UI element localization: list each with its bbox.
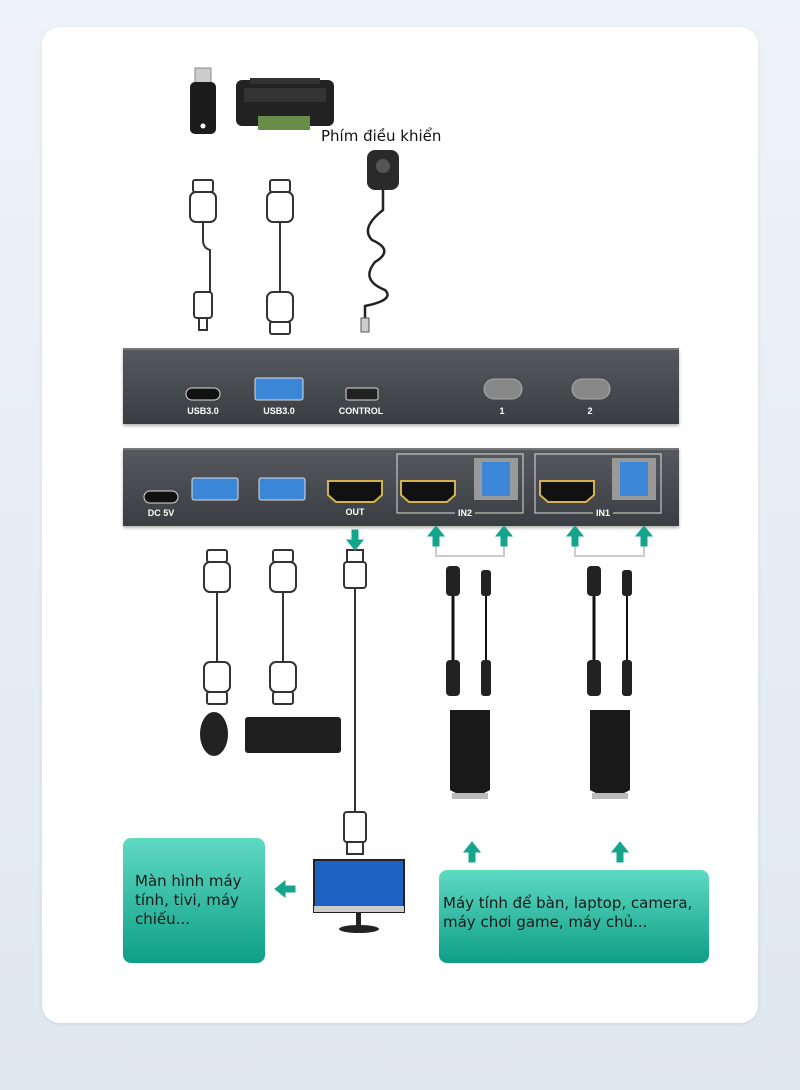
- monitor-icon: [313, 859, 405, 933]
- mouse-icon: [200, 712, 228, 756]
- source-devices-text: Máy tính để bàn, laptop, camera, máy chơ…: [443, 894, 693, 931]
- usb-flash-drive-icon: [190, 67, 216, 134]
- display-devices-box: Màn hình máy tính, tivi, máy chiếu...: [123, 838, 265, 963]
- keyboard-icon: [245, 717, 341, 753]
- display-devices-text: Màn hình máy tính, tivi, máy chiếu...: [135, 872, 242, 928]
- port-label-control: CONTROL: [338, 406, 384, 416]
- peripheral-cables: [203, 549, 367, 855]
- printer-icon: [236, 78, 334, 130]
- button-label-1: 1: [499, 406, 505, 416]
- usb-cable-2: [266, 179, 294, 335]
- arrow-icons: [274, 525, 654, 899]
- source-cables: [446, 566, 632, 696]
- port-label-usbc: USB3.0: [187, 406, 219, 416]
- usb-cable-1: [189, 179, 217, 331]
- computer-icon: [450, 710, 490, 799]
- group-label-in1: IN1: [592, 508, 614, 518]
- computer-icon: [590, 710, 630, 799]
- port-label-out: OUT: [345, 507, 365, 517]
- control-keypad-caption: Phím điều khiển: [321, 127, 442, 145]
- port-label-usba: USB3.0: [263, 406, 295, 416]
- group-label-in2: IN2: [454, 508, 476, 518]
- remote-control-icon: [360, 150, 399, 333]
- source-devices-box: Máy tính để bàn, laptop, camera, máy chơ…: [439, 870, 709, 963]
- port-label-dc: DC 5V: [147, 508, 175, 518]
- button-label-2: 2: [587, 406, 593, 416]
